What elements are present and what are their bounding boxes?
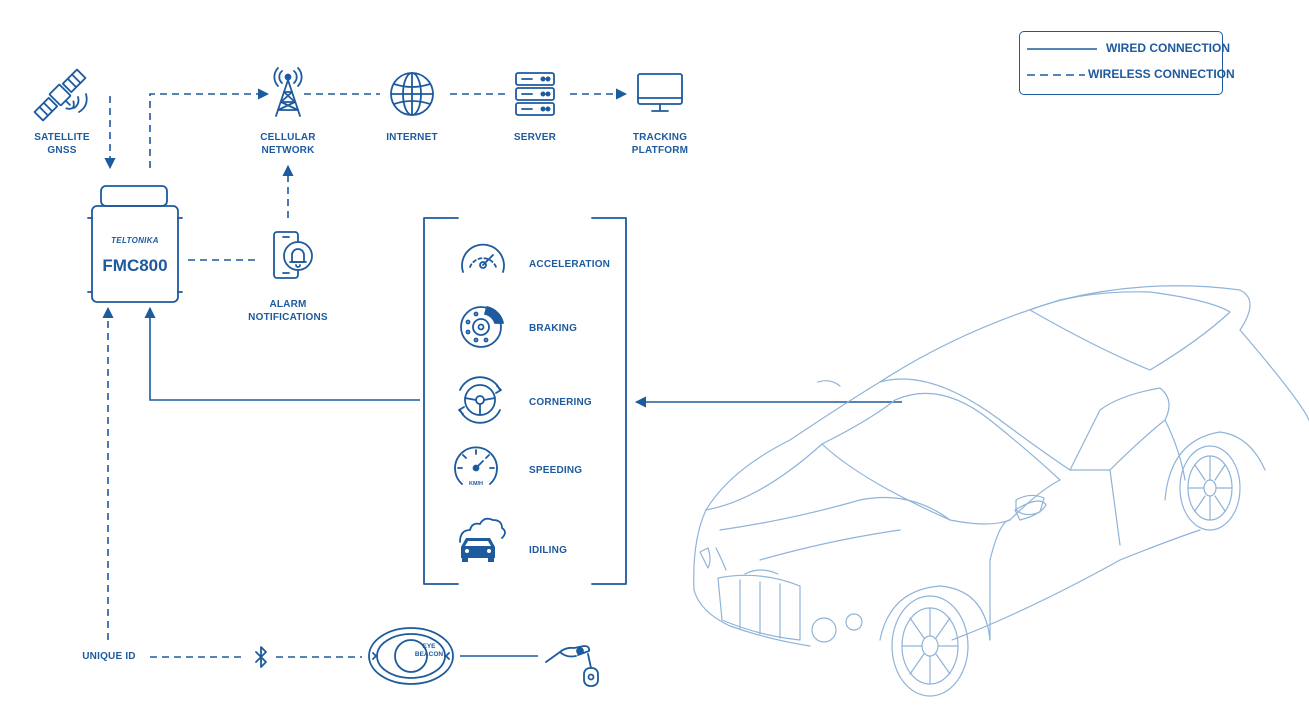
hand-keyfob-icon [545, 645, 599, 687]
device-model-label: FMC800 [102, 256, 168, 275]
internet-label: INTERNET [386, 132, 438, 143]
behaviors-panel-frame [423, 217, 627, 585]
server-label: SERVER [513, 132, 557, 143]
device-brand-logo: TELTONIKA [111, 236, 159, 245]
link-device-cellular [149, 88, 270, 168]
satellite-label: SATELLITE GNSS [34, 132, 90, 156]
speedometer-icon [454, 446, 498, 485]
gauge-icon [461, 243, 505, 273]
legend-wired-label: WIRED CONNECTION [1106, 41, 1230, 55]
car-exhaust-icon [459, 517, 506, 562]
behavior-label-acceleration: ACCELERATION [529, 259, 611, 270]
steering-wheel-icon [458, 376, 502, 424]
behavior-label-speeding: SPEEDING [529, 465, 583, 476]
car-illustration [693, 285, 1309, 697]
smartphone-bell-icon [273, 231, 313, 279]
behavior-label-braking: BRAKING [529, 323, 578, 334]
server-icon [515, 72, 555, 116]
tracking-label: TRACKING PLATFORM [631, 132, 689, 156]
cell-tower-icon [273, 67, 303, 117]
behavior-label-idling: IDILING [529, 545, 568, 556]
device-fmc800-icon [87, 185, 183, 303]
unique-id-label: UNIQUE ID [82, 651, 136, 662]
bluetooth-icon [255, 646, 267, 668]
speed-unit-label: KM/H [468, 481, 484, 487]
monitor-icon [637, 73, 683, 112]
legend-wireless-label: WIRELESS CONNECTION [1088, 67, 1235, 81]
legend: WIRED CONNECTION WIRELESS CONNECTION [1019, 31, 1235, 95]
satellite-icon [33, 68, 87, 122]
brake-disc-icon [460, 306, 504, 348]
beacon-label: EYE BEACON [414, 643, 444, 658]
cellular-label: CELLULAR NETWORK [260, 132, 316, 156]
alarm-label: ALARM NOTIFICATIONS [248, 299, 328, 323]
eye-beacon-icon [368, 627, 454, 685]
behavior-label-cornering: CORNERING [529, 397, 592, 408]
globe-icon [390, 72, 434, 116]
link-panel-device [144, 306, 420, 401]
